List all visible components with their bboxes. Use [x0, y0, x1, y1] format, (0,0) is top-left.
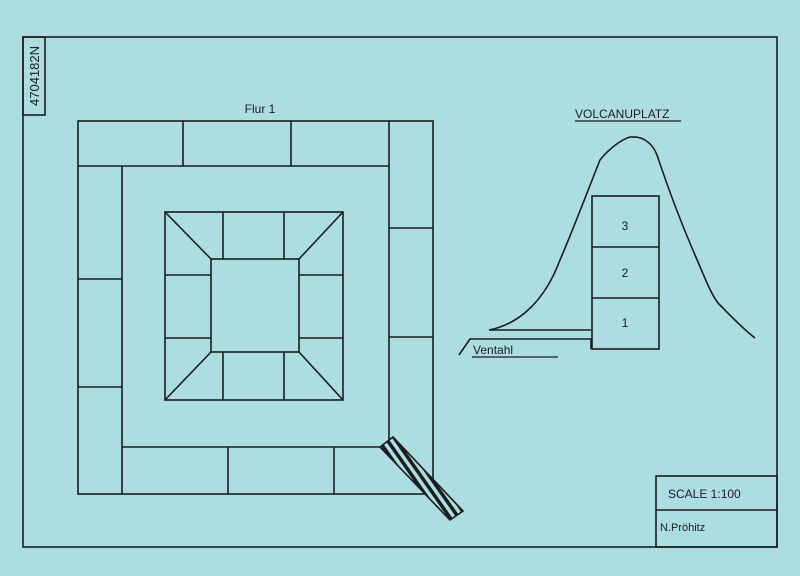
elevation-view: VOLCANUPLATZ Ventahl 3 2 1 [458, 107, 756, 358]
floor-plan: Flur 1 [77, 102, 465, 522]
valley-label: Ventahl [473, 343, 513, 357]
title-block: SCALE 1:100 N.Pröhitz [655, 475, 778, 548]
elevation-title: VOLCANUPLATZ [575, 107, 669, 121]
entrance-ramp [378, 435, 465, 522]
corner-diagonal [164, 351, 212, 401]
level-label: 1 [622, 316, 629, 330]
title-block-frame [655, 475, 778, 548]
floor-plan-title: Flur 1 [245, 102, 276, 116]
corner-diagonal [164, 211, 212, 260]
author-label: N.Pröhitz [660, 522, 705, 534]
sheet-id: 4704182N [27, 46, 42, 106]
volcano-outline [488, 136, 756, 339]
building-stack [591, 195, 660, 350]
corner-diagonal [298, 211, 344, 260]
corridor-outer-wall [77, 120, 434, 495]
level-label: 3 [622, 219, 629, 233]
sheet-border [22, 36, 778, 548]
corridor-inner-wall [121, 165, 390, 448]
valley-ground [458, 338, 592, 356]
courtyard-inner [210, 258, 300, 353]
courtyard-outer [164, 211, 344, 401]
corner-diagonal [298, 351, 344, 401]
sheet-id-box [22, 36, 46, 116]
level-label: 2 [622, 266, 629, 280]
scale-label: SCALE 1:100 [668, 487, 741, 501]
